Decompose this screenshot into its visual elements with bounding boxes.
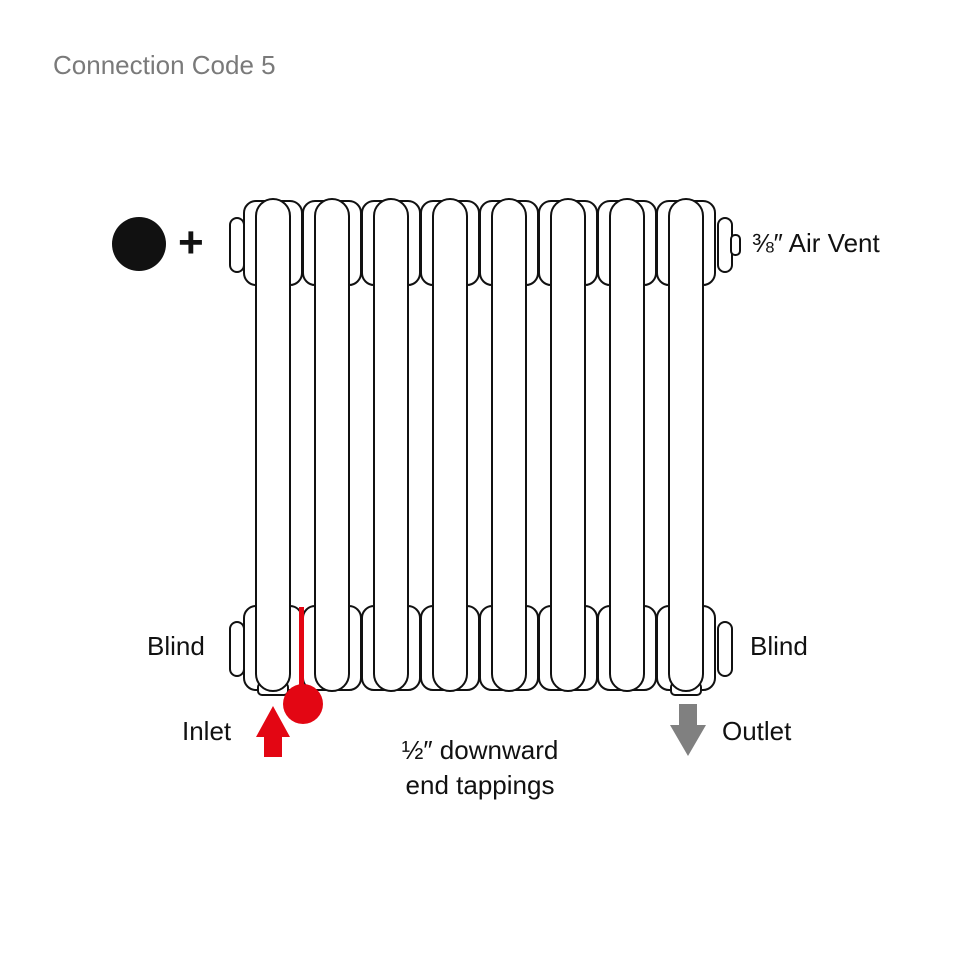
inlet-dot-icon	[283, 684, 323, 724]
air-vent-icon	[730, 234, 741, 256]
blind-left-label: Blind	[147, 631, 205, 661]
inlet-arrow-icon	[256, 706, 290, 757]
radiator-column	[609, 198, 645, 692]
outlet-label: Outlet	[722, 716, 792, 746]
page-title: Connection Code 5	[53, 50, 276, 80]
radiator-column	[491, 198, 527, 692]
inlet-pipe	[299, 607, 304, 695]
bottom-right-plug	[717, 621, 733, 677]
tapping-note-line2: end tappings	[405, 770, 555, 800]
outlet-arrow-icon	[670, 704, 706, 756]
air-vent-label: ⅜″ Air Vent	[752, 228, 880, 258]
plus-sign: +	[178, 218, 204, 267]
bottom-left-plug	[229, 621, 245, 677]
radiator-column	[255, 198, 291, 692]
radiator-column	[373, 198, 409, 692]
tapping-note-line1: ½″ downward	[401, 735, 559, 765]
radiator-column	[668, 198, 704, 692]
inlet-label: Inlet	[182, 716, 232, 746]
radiator-column	[432, 198, 468, 692]
flow-dot-icon	[112, 217, 166, 271]
radiator-column	[314, 198, 350, 692]
blind-right-label: Blind	[750, 631, 808, 661]
radiator-column	[550, 198, 586, 692]
tapping-note: ½″ downward end tappings	[368, 733, 592, 803]
top-left-plug	[229, 217, 245, 273]
radiator-columns	[255, 198, 704, 692]
top-right-plug	[717, 217, 733, 273]
